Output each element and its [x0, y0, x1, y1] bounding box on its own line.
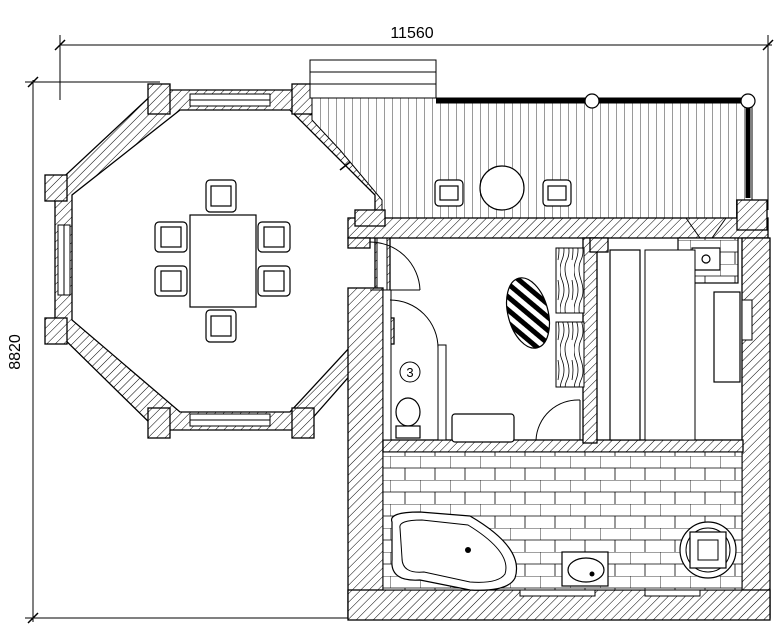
chair	[205, 309, 237, 343]
entrance-door	[369, 241, 421, 291]
dining-table	[189, 214, 257, 308]
toilet-door	[389, 299, 439, 349]
chair	[257, 221, 291, 253]
house-walls	[347, 199, 771, 621]
wall-left	[347, 287, 384, 619]
toilet	[395, 397, 421, 439]
terrace-steps	[309, 59, 437, 99]
bathtub	[390, 511, 517, 591]
terrace	[309, 59, 756, 219]
sink	[561, 551, 609, 587]
room-number-circle	[399, 361, 421, 383]
width-dimension: 11560	[54, 25, 774, 210]
shower-door	[535, 399, 581, 441]
sauna-bench-lower	[644, 249, 696, 441]
toilet-room: 3	[389, 299, 439, 439]
shower-tray	[451, 413, 515, 443]
hall	[369, 241, 585, 443]
chair	[542, 179, 572, 207]
height-dimension: 8820	[7, 76, 350, 624]
width-dimension-label: 11560	[390, 25, 433, 42]
chair	[154, 221, 188, 253]
washroom	[382, 451, 743, 591]
chair	[154, 265, 188, 297]
sauna-bench-upper	[609, 249, 641, 441]
striped-rug	[505, 277, 551, 349]
height-dimension-label: 8820	[7, 334, 24, 370]
terrace-railing	[436, 98, 751, 198]
terrace-deck	[311, 97, 753, 219]
wall-right	[741, 237, 771, 619]
wall-top	[347, 217, 769, 239]
chair	[205, 179, 237, 213]
room-number-3: 3	[406, 365, 413, 380]
sauna-room	[609, 217, 753, 497]
wall-partition	[382, 439, 744, 453]
chair	[434, 179, 464, 207]
chair	[257, 265, 291, 297]
wood-bench	[555, 247, 585, 314]
round-table	[479, 165, 525, 211]
plunge-tub	[679, 521, 737, 579]
sauna-shelf	[713, 291, 741, 383]
wood-bench	[555, 321, 585, 388]
octagonal-gazebo	[44, 83, 395, 439]
